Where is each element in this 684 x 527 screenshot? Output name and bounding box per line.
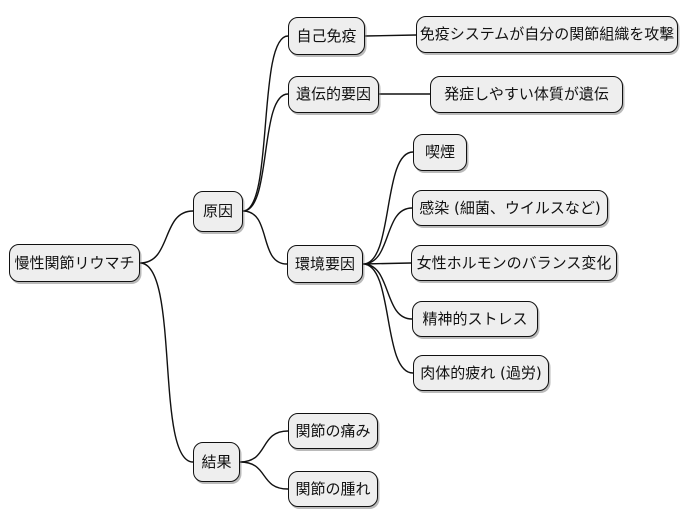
node-joint-swelling[interactable]: 関節の腫れ <box>288 471 378 507</box>
node-mental-stress[interactable]: 精神的ストレス <box>412 301 538 337</box>
edge-environment-stress <box>362 263 413 320</box>
edge-root-cause <box>139 210 194 264</box>
edge-cause-autoimmune <box>242 35 289 212</box>
node-immune-attack[interactable]: 免疫システムが自分の関節組織を攻撃 <box>416 16 678 53</box>
edge-result-swelling <box>239 461 289 490</box>
edge-result-pain <box>239 430 289 463</box>
edge-autoimmune-attack <box>364 34 417 37</box>
node-genetic-factor[interactable]: 遺伝的要因 <box>288 76 379 113</box>
edge-environment-hormone <box>362 262 412 265</box>
edge-environment-smoking <box>362 151 414 265</box>
edge-root-result <box>139 262 194 463</box>
node-root[interactable]: 慢性関節リウマチ <box>9 244 140 282</box>
node-environment-factor[interactable]: 環境要因 <box>287 245 363 283</box>
node-smoking[interactable]: 喫煙 <box>413 134 467 171</box>
edge-environment-fatigue <box>362 263 414 374</box>
edge-cause-genetic <box>242 93 289 212</box>
node-result[interactable]: 結果 <box>193 442 240 482</box>
node-joint-pain[interactable]: 関節の痛み <box>288 413 378 449</box>
node-autoimmune[interactable]: 自己免疫 <box>288 17 365 55</box>
edge-cause-environment <box>242 210 288 265</box>
node-hormone-balance[interactable]: 女性ホルモンのバランス変化 <box>411 245 617 281</box>
node-physical-fatigue[interactable]: 肉体的疲れ (過労) <box>413 355 549 391</box>
node-inherited-tendency[interactable]: 発症しやすい体質が遺伝 <box>430 76 623 113</box>
edge-environment-infection <box>362 207 413 265</box>
node-infection[interactable]: 感染 (細菌、ウイルスなど) <box>412 190 608 226</box>
node-cause[interactable]: 原因 <box>193 191 243 232</box>
